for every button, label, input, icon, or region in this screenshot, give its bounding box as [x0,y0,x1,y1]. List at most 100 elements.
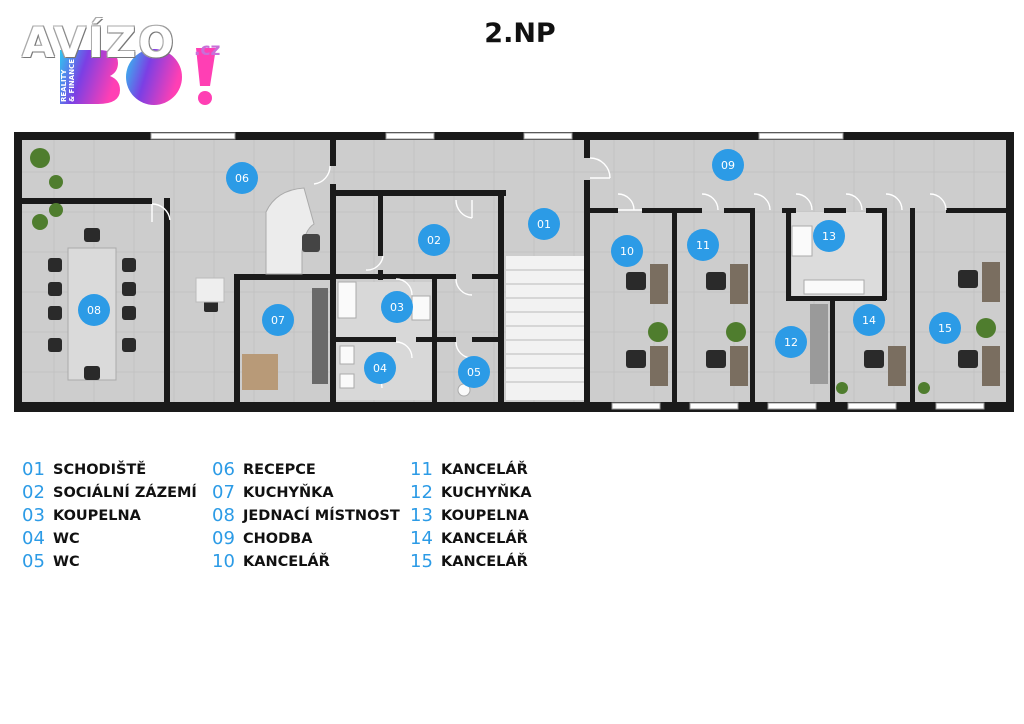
svg-text:REALITY: REALITY [60,69,68,102]
legend-label: KANCELÁŘ [243,553,330,570]
kitchen-07 [195,277,328,390]
legend-number: 08 [212,505,235,526]
legend-number: 13 [410,505,433,526]
doors [151,157,947,389]
room-marker-label: 03 [390,301,404,314]
legend-label: SOCIÁLNÍ ZÁZEMÍ [53,484,197,501]
logo-brand-text: AVÍZO [22,18,176,67]
room-marker-08: 08 [78,294,110,326]
windows [150,132,985,410]
room-marker-label: 04 [373,362,387,375]
legend-number: 12 [410,482,433,503]
room-marker-circle [226,162,258,194]
staircase [506,256,584,400]
room-marker-label: 05 [467,366,481,379]
room-marker-circle [262,304,294,336]
room-marker-04: 04 [364,352,396,384]
legend-item: 11 KANCELÁŘ [410,458,532,481]
room-marker-circle [418,224,450,256]
walls [14,132,1014,412]
room-marker-12: 12 [775,326,807,358]
room-marker-label: 12 [784,336,798,349]
room-marker-circle [78,294,110,326]
legend-number: 07 [212,482,235,503]
room-marker-circle [611,235,643,267]
legend-item: 03 KOUPELNA [22,504,197,527]
room-marker-05: 05 [458,356,490,388]
room-marker-circle [381,291,413,323]
kitchen-12 [810,304,828,384]
floor-title: 2.NP [484,18,556,49]
legend-number: 02 [22,482,45,503]
bo-logo-mark: REALITY & FINANCE [60,48,216,105]
room-marker-label: 09 [721,159,735,172]
bathroom-fixtures [337,225,865,397]
room-marker-15: 15 [929,312,961,344]
legend-number: 09 [212,528,235,549]
legend-number: 03 [22,505,45,526]
plants [30,148,996,394]
logo-domain-text: .cz [194,40,221,60]
legend-item: 12 KUCHYŇKA [410,481,532,504]
legend-number: 15 [410,551,433,572]
room-marker-02: 02 [418,224,450,256]
avizo-logo: REALITY & FINANCE AVÍZO .cz [22,14,242,109]
room-marker-07: 07 [262,304,294,336]
legend-item: 13 KOUPELNA [410,504,532,527]
legend-item: 01 SCHODIŠTĚ [22,458,197,481]
legend-label: CHODBA [243,530,313,547]
legend-label: KANCELÁŘ [441,461,528,478]
legend-number: 11 [410,459,433,480]
room-marker-label: 08 [87,304,101,317]
legend-number: 10 [212,551,235,572]
legend-item: 04 WC [22,527,197,550]
room-marker-11: 11 [687,229,719,261]
room-marker-13: 13 [813,220,845,252]
legend-label: RECEPCE [243,461,316,478]
chairs [48,228,978,380]
legend-label: SCHODIŠTĚ [53,461,147,478]
desks [650,262,1000,386]
room-marker-circle [775,326,807,358]
legend-label: WC [53,553,80,570]
legend-number: 14 [410,528,433,549]
room-marker-label: 10 [620,245,634,258]
legend-number: 01 [22,459,45,480]
room-marker-label: 14 [862,314,876,327]
legend-label: KANCELÁŘ [441,553,528,570]
legend-number: 06 [212,459,235,480]
legend-label: KOUPELNA [53,507,141,524]
room-marker-label: 13 [822,230,836,243]
room-marker-14: 14 [853,304,885,336]
legend-item: 05 WC [22,550,197,573]
room-marker-circle [853,304,885,336]
room-legend: 01 SCHODIŠTĚ 02 SOCIÁLNÍ ZÁZEMÍ 03 KOUPELNA 04… [22,458,197,573]
room-marker-label: 15 [938,322,952,335]
room-marker-circle [458,356,490,388]
room-marker-circle [929,312,961,344]
room-marker-label: 01 [537,218,551,231]
legend-number: 04 [22,528,45,549]
legend-label: WC [53,530,80,547]
room-marker-circle [712,149,744,181]
legend-label: KOUPELNA [441,507,529,524]
legend-item: 10 KANCELÁŘ [212,550,400,573]
room-marker-label: 07 [271,314,285,327]
room-marker-circle [364,352,396,384]
room-marker-circle [813,220,845,252]
legend-item: 14 KANCELÁŘ [410,527,532,550]
room-marker-10: 10 [611,235,643,267]
room-marker-03: 03 [381,291,413,323]
room-marker-circle [528,208,560,240]
legend-label: KUCHYŇKA [441,484,532,501]
room-marker-01: 01 [528,208,560,240]
legend-number: 05 [22,551,45,572]
legend-label: KANCELÁŘ [441,530,528,547]
room-marker-09: 09 [712,149,744,181]
legend-item: 02 SOCIÁLNÍ ZÁZEMÍ [22,481,197,504]
